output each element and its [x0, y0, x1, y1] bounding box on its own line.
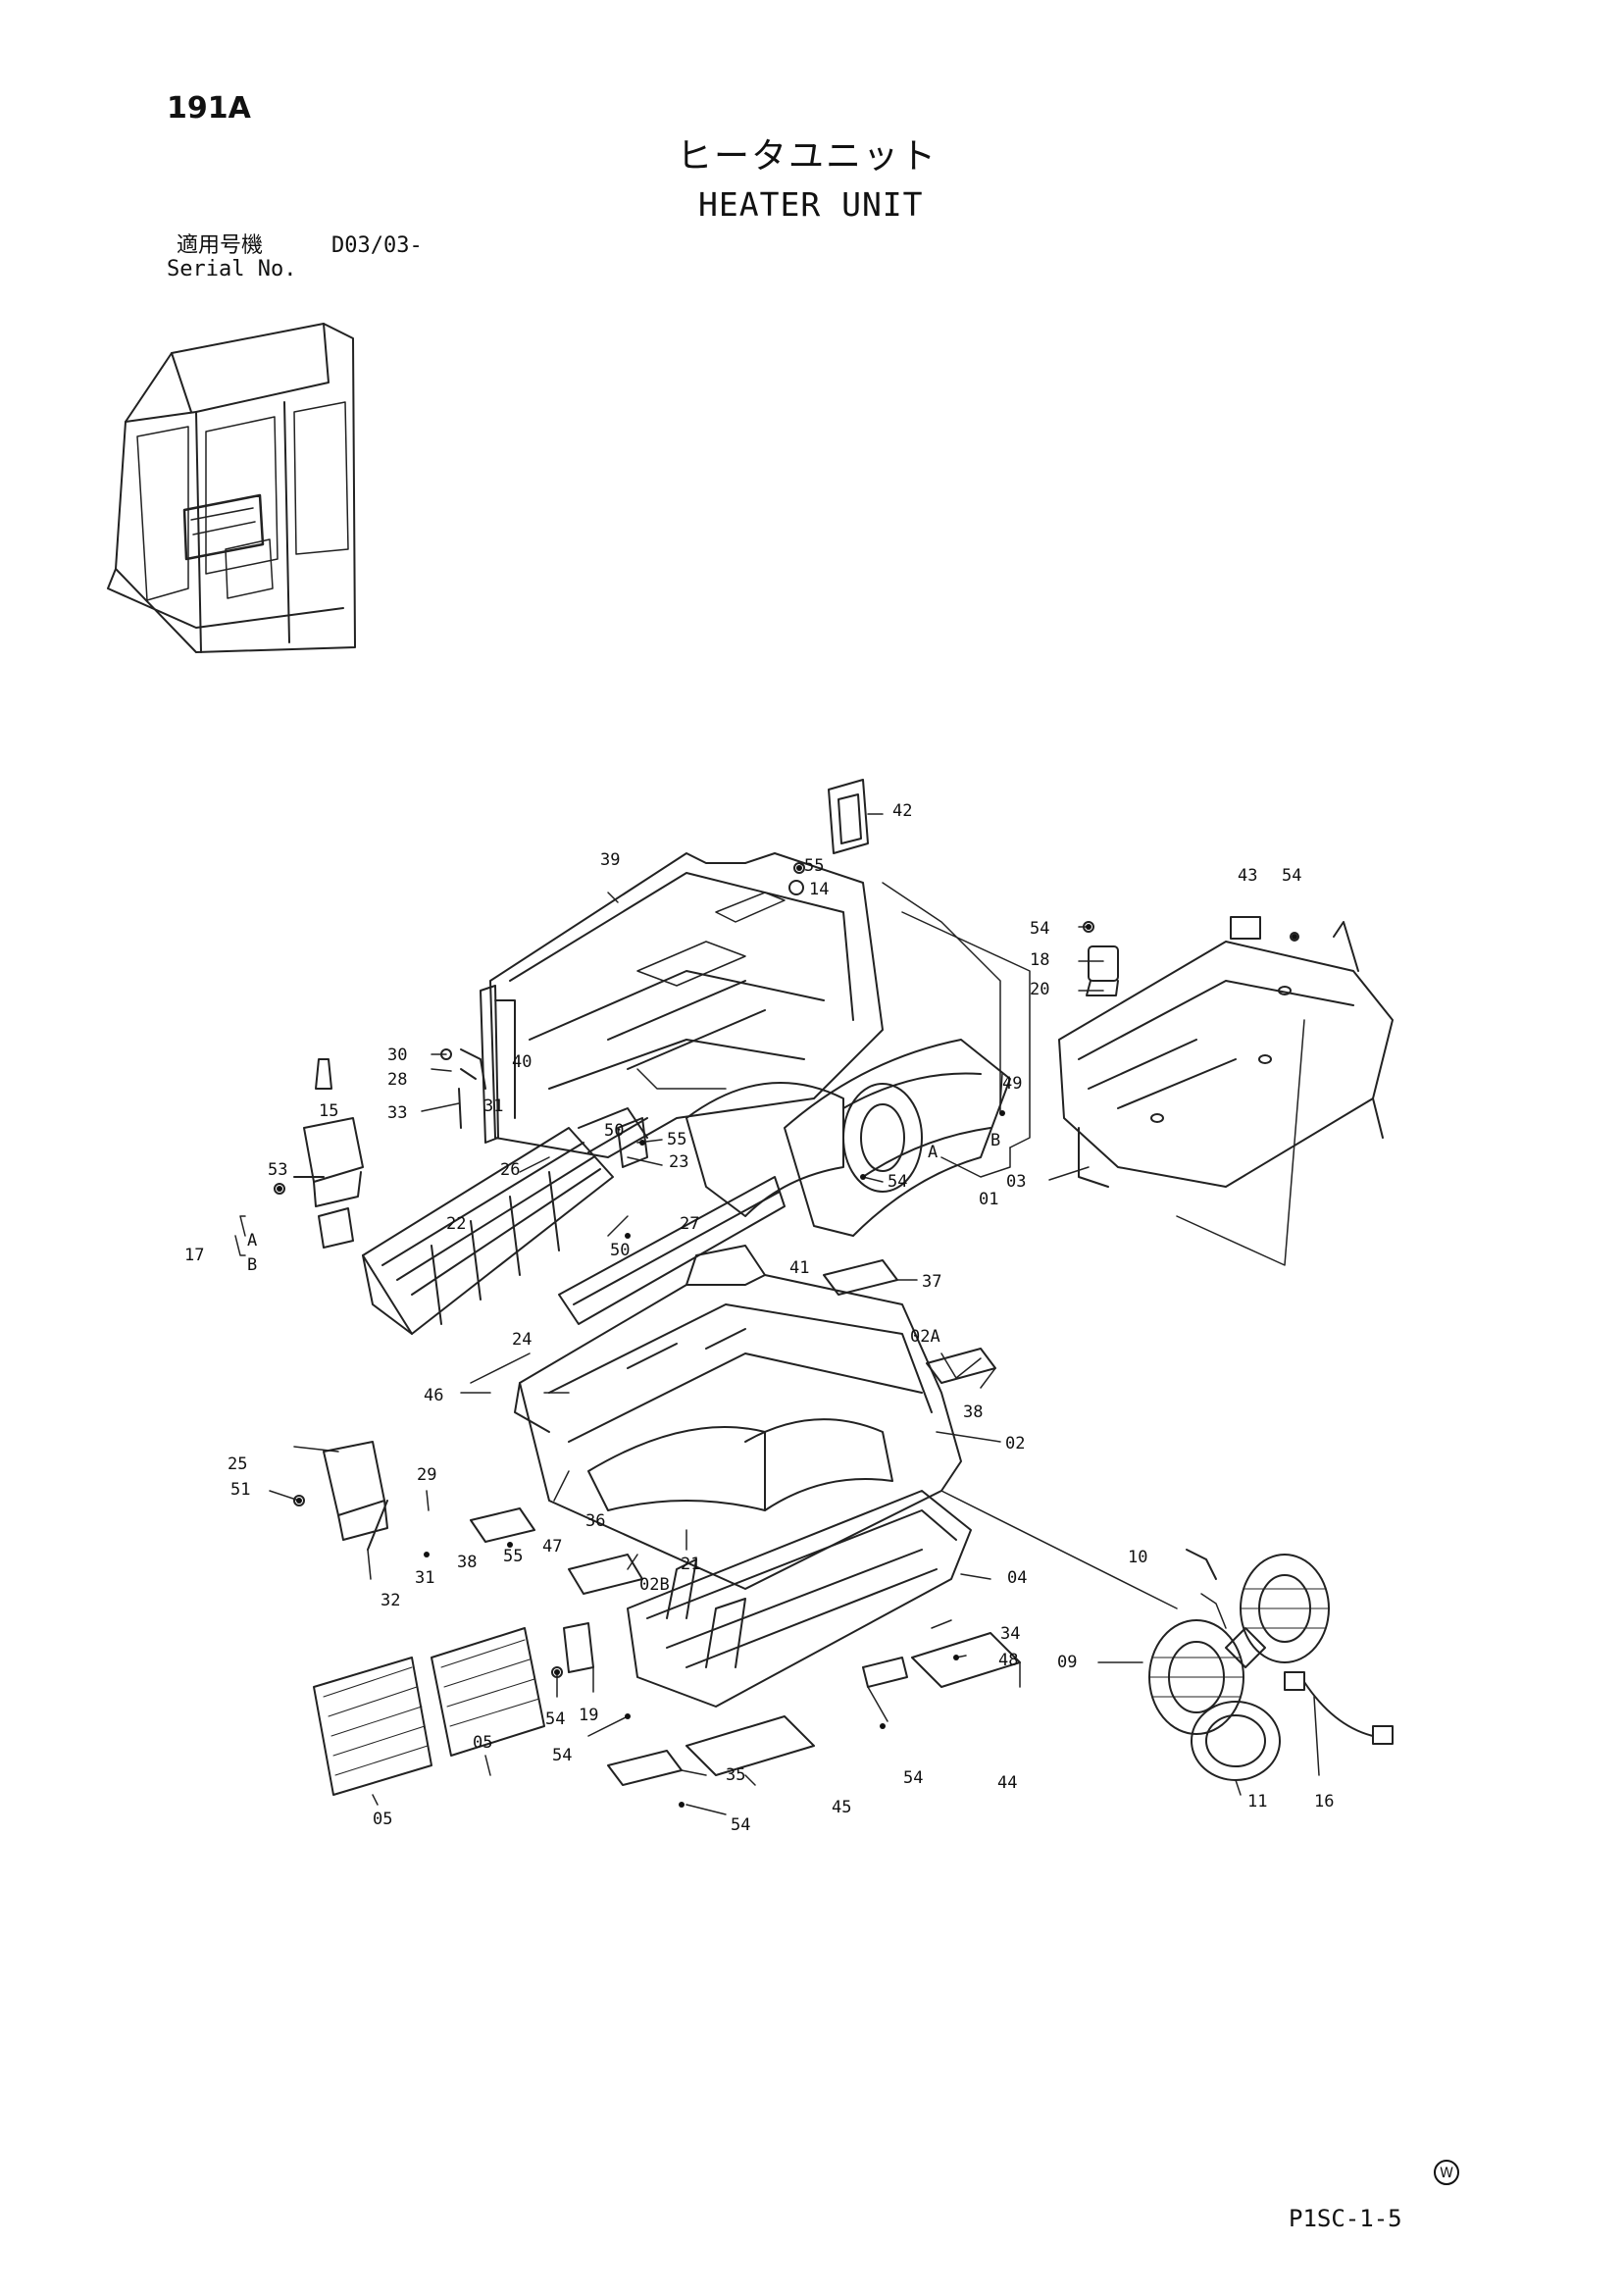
callout-54: 54: [552, 1746, 572, 1765]
callout-32: 32: [381, 1591, 400, 1610]
actuator-18: [1083, 921, 1299, 996]
callout-11: 11: [1247, 1792, 1267, 1811]
callout-37: 37: [922, 1272, 941, 1292]
callout-54: 54: [1282, 866, 1301, 886]
callout-53: 53: [268, 1160, 287, 1180]
air-filter-05a: [313, 1657, 432, 1796]
air-filter-05b: [431, 1627, 545, 1757]
callout-42: 42: [892, 801, 912, 821]
callout-28: 28: [387, 1070, 407, 1090]
callout-21: 21: [681, 1555, 700, 1574]
callout-02b: 02B: [639, 1575, 670, 1595]
page-title-english: HEATER UNIT: [698, 185, 924, 224]
callout-38: 38: [963, 1403, 983, 1422]
callout-47: 47: [542, 1537, 562, 1556]
callout-29: 29: [417, 1465, 436, 1485]
serial-label-english: Serial No.: [167, 257, 297, 281]
callout-05: 05: [373, 1810, 392, 1829]
callout-labels: 42 39 55 14 43 54 54 18 20 30 28 40 31 1…: [184, 801, 1334, 1835]
callout-50: 50: [604, 1121, 624, 1141]
upper-duct-assembly: [480, 852, 1011, 1237]
leader-lines: [234, 813, 1320, 1815]
callout-38: 38: [457, 1553, 477, 1572]
callout-55: 55: [804, 856, 824, 876]
small-fasteners: [315, 1048, 486, 1129]
callout-39: 39: [600, 850, 620, 870]
callout-40: 40: [512, 1052, 532, 1072]
actuator-25: [293, 1441, 388, 1551]
callout-54: 54: [888, 1172, 907, 1192]
callout-17-a: A: [247, 1231, 257, 1250]
callout-35: 35: [726, 1765, 745, 1785]
harness-16: [1284, 1671, 1394, 1745]
serial-label-japanese: 適用号機: [177, 233, 264, 258]
blower-ring-11: [1191, 1701, 1281, 1781]
serial-value: D03/03-: [331, 233, 423, 258]
callout-14: 14: [809, 880, 829, 899]
callout-02: 02: [1005, 1434, 1025, 1454]
callout-26: 26: [500, 1160, 520, 1180]
fastener-dots: [277, 865, 1297, 1808]
servo-motor-19: [551, 1622, 594, 1678]
callout-a: A: [928, 1143, 938, 1162]
callout-17-b: B: [247, 1255, 257, 1275]
heater-core-22: [362, 1107, 648, 1335]
callout-51: 51: [230, 1480, 250, 1500]
page-title-japanese: ヒータユニット: [677, 136, 939, 177]
callout-30: 30: [387, 1046, 407, 1065]
cab-locator-illustration: [107, 323, 356, 653]
callout-45: 45: [832, 1798, 851, 1817]
callout-22: 22: [446, 1214, 466, 1234]
callout-16: 16: [1314, 1792, 1334, 1811]
callout-20: 20: [1030, 980, 1049, 999]
footer-code: P1SC-1-5: [1289, 2205, 1402, 2232]
callout-49: 49: [1002, 1074, 1022, 1094]
callout-17: 17: [184, 1246, 204, 1265]
callout-18: 18: [1030, 950, 1049, 970]
callout-19: 19: [579, 1706, 598, 1725]
callout-05: 05: [473, 1733, 492, 1753]
callout-01: 01: [979, 1190, 998, 1209]
callout-54: 54: [903, 1768, 923, 1788]
callout-50: 50: [610, 1241, 630, 1260]
callout-09: 09: [1057, 1653, 1077, 1672]
callout-04: 04: [1007, 1568, 1027, 1588]
callout-54: 54: [1030, 919, 1049, 939]
callout-03: 03: [1006, 1172, 1026, 1192]
right-side-plate: [1058, 916, 1394, 1188]
bracket-42: [788, 779, 869, 895]
callout-27: 27: [680, 1214, 699, 1234]
svg-text:W: W: [1440, 2166, 1453, 2181]
callout-48: 48: [998, 1651, 1018, 1670]
callout-23: 23: [669, 1152, 688, 1172]
water-valve-17: [274, 1117, 364, 1249]
callout-34: 34: [1000, 1624, 1020, 1644]
callout-24: 24: [512, 1330, 532, 1350]
callout-54: 54: [731, 1815, 750, 1835]
page-code: 191A: [167, 91, 251, 126]
blower-motor-09: [1148, 1549, 1330, 1735]
mounting-plates: [470, 1259, 1021, 1786]
callout-55: 55: [503, 1547, 523, 1566]
callout-46: 46: [424, 1386, 443, 1405]
callout-44: 44: [997, 1773, 1017, 1793]
callout-54: 54: [545, 1709, 565, 1729]
callout-25: 25: [228, 1454, 247, 1474]
callout-36: 36: [585, 1511, 605, 1531]
lower-case-02: [514, 1176, 962, 1590]
callout-31: 31: [415, 1568, 434, 1588]
circle-w-mark-icon: W: [1434, 2160, 1459, 2185]
callout-33: 33: [387, 1103, 407, 1123]
callout-10: 10: [1128, 1548, 1147, 1567]
callout-31: 31: [483, 1097, 503, 1116]
callout-b: B: [990, 1131, 1000, 1150]
callout-15: 15: [319, 1101, 338, 1121]
callout-55: 55: [667, 1130, 686, 1149]
callout-02a: 02A: [910, 1327, 940, 1347]
callout-41: 41: [789, 1258, 809, 1278]
filter-case-04: [627, 1490, 972, 1708]
callout-43: 43: [1238, 866, 1257, 886]
